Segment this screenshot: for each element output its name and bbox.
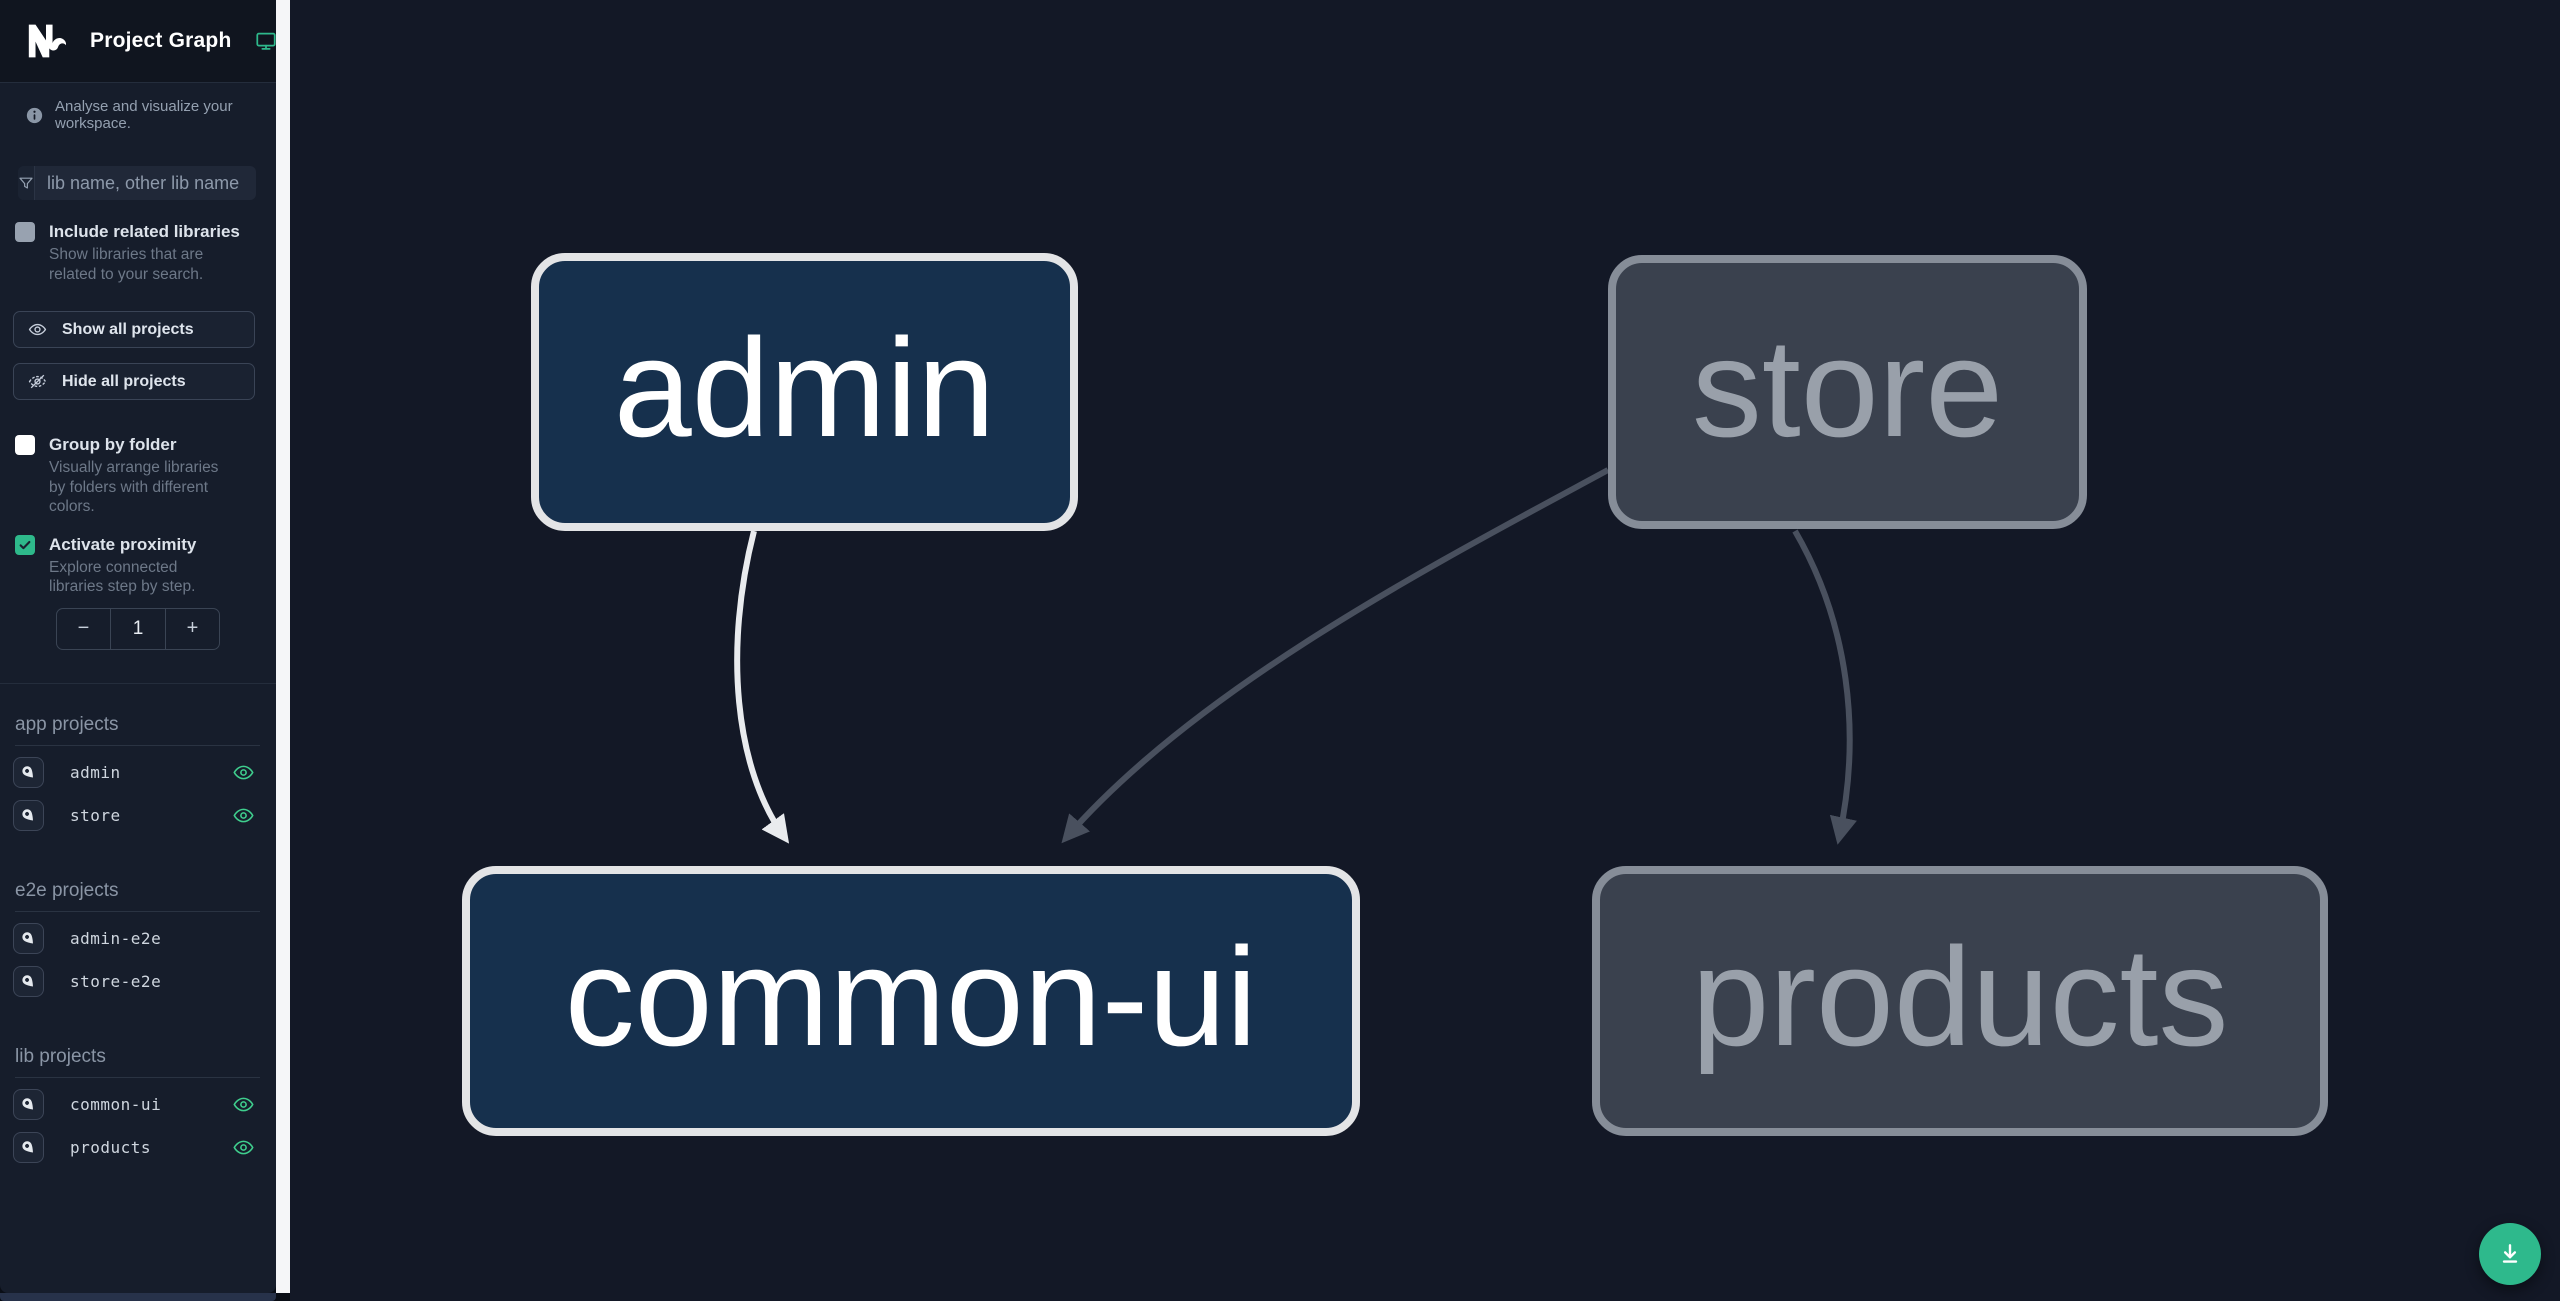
graph-canvas[interactable]: admin store common-ui products <box>290 0 2560 1301</box>
project-label[interactable]: common-ui <box>70 1095 162 1114</box>
project-label[interactable]: store <box>70 806 121 825</box>
project-row-store: store <box>0 800 276 832</box>
activate-proximity-block: Activate proximity Explore connected lib… <box>0 534 276 597</box>
focus-pin-icon <box>22 1141 34 1153</box>
check-icon <box>19 540 31 549</box>
group-by-folder-block: Group by folder Visually arrange librari… <box>0 434 276 517</box>
include-related-block: Include related libraries Show libraries… <box>0 221 276 284</box>
filter-funnel-icon <box>18 166 35 200</box>
proximity-decrement-button[interactable]: − <box>77 617 90 639</box>
tagline-text: Analyse and visualize your workspace. <box>55 98 233 132</box>
include-related-description: Show libraries that are related to your … <box>49 246 204 283</box>
sidebar-scrollbar[interactable] <box>276 0 290 1293</box>
download-icon <box>2502 1244 2518 1263</box>
proximity-value: 1 <box>110 608 166 649</box>
focus-pin-icon <box>22 932 34 944</box>
dependency-edges <box>734 467 1857 845</box>
nx-logo <box>26 23 66 59</box>
focus-project-button[interactable] <box>13 800 44 831</box>
graph-node-products[interactable]: products <box>1592 866 2328 1136</box>
eye-icon <box>28 323 47 336</box>
eye-off-icon <box>28 374 47 389</box>
download-graph-button[interactable] <box>2479 1223 2541 1285</box>
proximity-stepper: − 1 + <box>56 607 220 650</box>
search-input[interactable] <box>35 166 256 200</box>
info-icon <box>26 107 43 124</box>
activate-proximity-checkbox[interactable] <box>15 534 35 555</box>
sidebar-header: Project Graph <box>0 0 276 83</box>
page-title: Project Graph <box>90 29 232 52</box>
hide-all-projects-label: Hide all projects <box>62 372 186 390</box>
node-label-store: store <box>1691 309 2004 466</box>
project-row-admin: admin <box>0 757 276 789</box>
workspace-tagline: Analyse and visualize your workspace. <box>0 83 276 132</box>
edge-admin-to-common-ui <box>734 530 790 844</box>
focus-project-button[interactable] <box>13 923 44 954</box>
graph-node-common-ui[interactable]: common-ui <box>462 866 1360 1136</box>
project-row-admin-e2e: admin-e2e <box>0 923 276 955</box>
focus-pin-icon <box>22 975 34 987</box>
node-label-products: products <box>1691 918 2229 1075</box>
project-label[interactable]: admin-e2e <box>70 929 162 948</box>
group-by-folder-checkbox[interactable] <box>15 435 35 455</box>
edge-store-to-products <box>1792 529 1857 845</box>
project-row-store-e2e: store-e2e <box>0 966 276 998</box>
group-by-folder-description: Visually arrange libraries by folders wi… <box>49 459 219 515</box>
section-heading-lib-projects: lib projects <box>15 1046 260 1078</box>
focus-pin-icon <box>22 1098 34 1110</box>
include-related-label: Include related libraries <box>49 222 240 241</box>
graph-node-admin[interactable]: admin <box>531 253 1078 531</box>
sidebar-divider <box>0 682 276 684</box>
activate-proximity-description: Explore connected libraries step by step… <box>49 558 196 596</box>
include-related-checkbox[interactable] <box>15 222 35 242</box>
horizontal-scrollbar-thumb[interactable] <box>0 1293 276 1301</box>
graph-node-store[interactable]: store <box>1608 255 2087 529</box>
focus-project-button[interactable] <box>13 757 44 788</box>
eye-visible-icon[interactable] <box>233 1097 254 1112</box>
monitor-icon[interactable] <box>255 30 276 52</box>
project-label[interactable]: products <box>70 1138 152 1157</box>
group-by-folder-label: Group by folder <box>49 435 177 454</box>
proximity-increment-button[interactable]: + <box>186 617 199 639</box>
eye-visible-icon[interactable] <box>233 1140 254 1155</box>
eye-visible-icon[interactable] <box>233 765 254 780</box>
project-row-common-ui: common-ui <box>0 1089 276 1121</box>
project-label[interactable]: admin <box>70 763 121 782</box>
node-label-common-ui: common-ui <box>564 918 1258 1075</box>
node-label-admin: admin <box>613 309 996 466</box>
section-heading-app-projects: app projects <box>15 714 260 746</box>
project-label[interactable]: store-e2e <box>70 972 162 991</box>
activate-proximity-label: Activate proximity <box>49 534 197 554</box>
focus-pin-icon <box>22 766 34 778</box>
focus-project-button[interactable] <box>13 1132 44 1163</box>
focus-pin-icon <box>22 809 34 821</box>
show-all-projects-button[interactable]: Show all projects <box>13 311 255 348</box>
focus-project-button[interactable] <box>13 966 44 997</box>
section-heading-e2e-projects: e2e projects <box>15 880 260 912</box>
hide-all-projects-button[interactable]: Hide all projects <box>13 363 255 400</box>
edge-store-to-common-ui <box>1061 467 1610 844</box>
show-all-projects-label: Show all projects <box>62 320 194 338</box>
search-box <box>18 166 256 200</box>
eye-visible-icon[interactable] <box>233 808 254 823</box>
project-row-products: products <box>0 1132 276 1164</box>
focus-project-button[interactable] <box>13 1089 44 1120</box>
sidebar: Project Graph Analyse and visualize your… <box>0 0 276 1293</box>
